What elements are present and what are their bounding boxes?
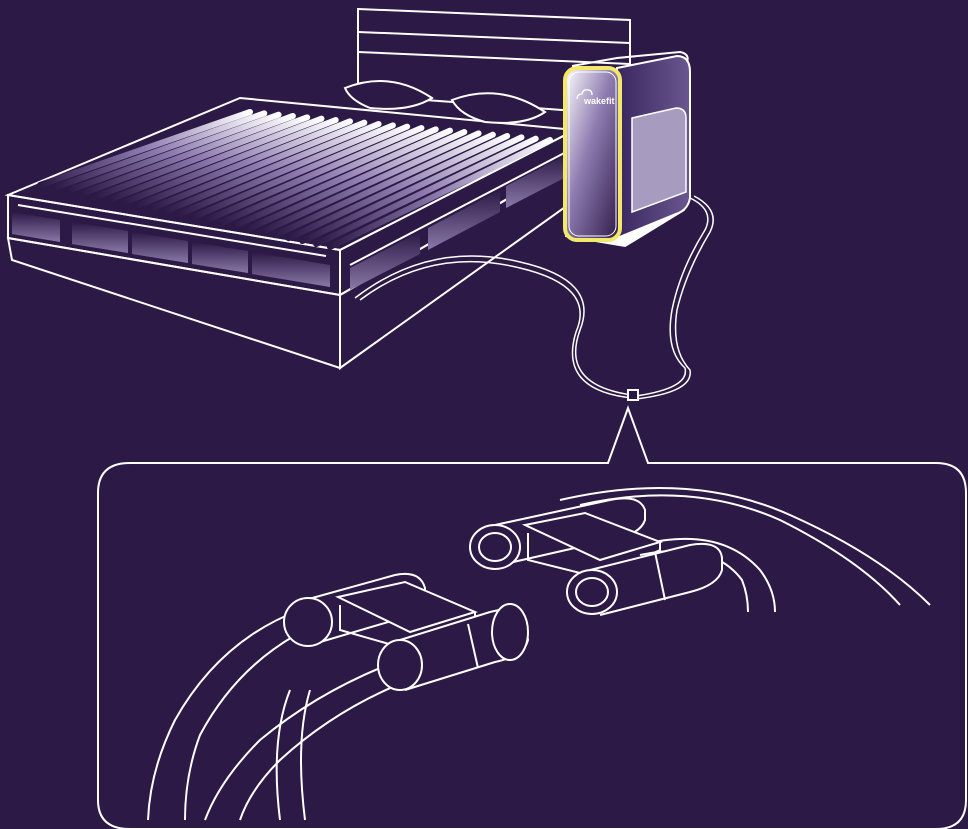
- pillow-right: [452, 93, 545, 123]
- sleep-device: wakefit: [565, 52, 690, 246]
- front-panel-segment: [72, 222, 128, 253]
- connector-marker: [628, 390, 638, 400]
- zoomed-connector-right: [470, 488, 930, 615]
- front-panel-segment: [192, 242, 248, 273]
- zoomed-connector-left: [148, 574, 528, 820]
- pillow-left: [345, 81, 432, 109]
- brand-label: wakefit: [583, 96, 615, 106]
- side-panel-segment: [506, 154, 568, 208]
- device-cables: [355, 196, 713, 399]
- front-panel-segment: [132, 232, 188, 263]
- side-panel-segment: [350, 232, 420, 290]
- front-panel-segment: [12, 212, 60, 242]
- callout-box: [98, 408, 966, 829]
